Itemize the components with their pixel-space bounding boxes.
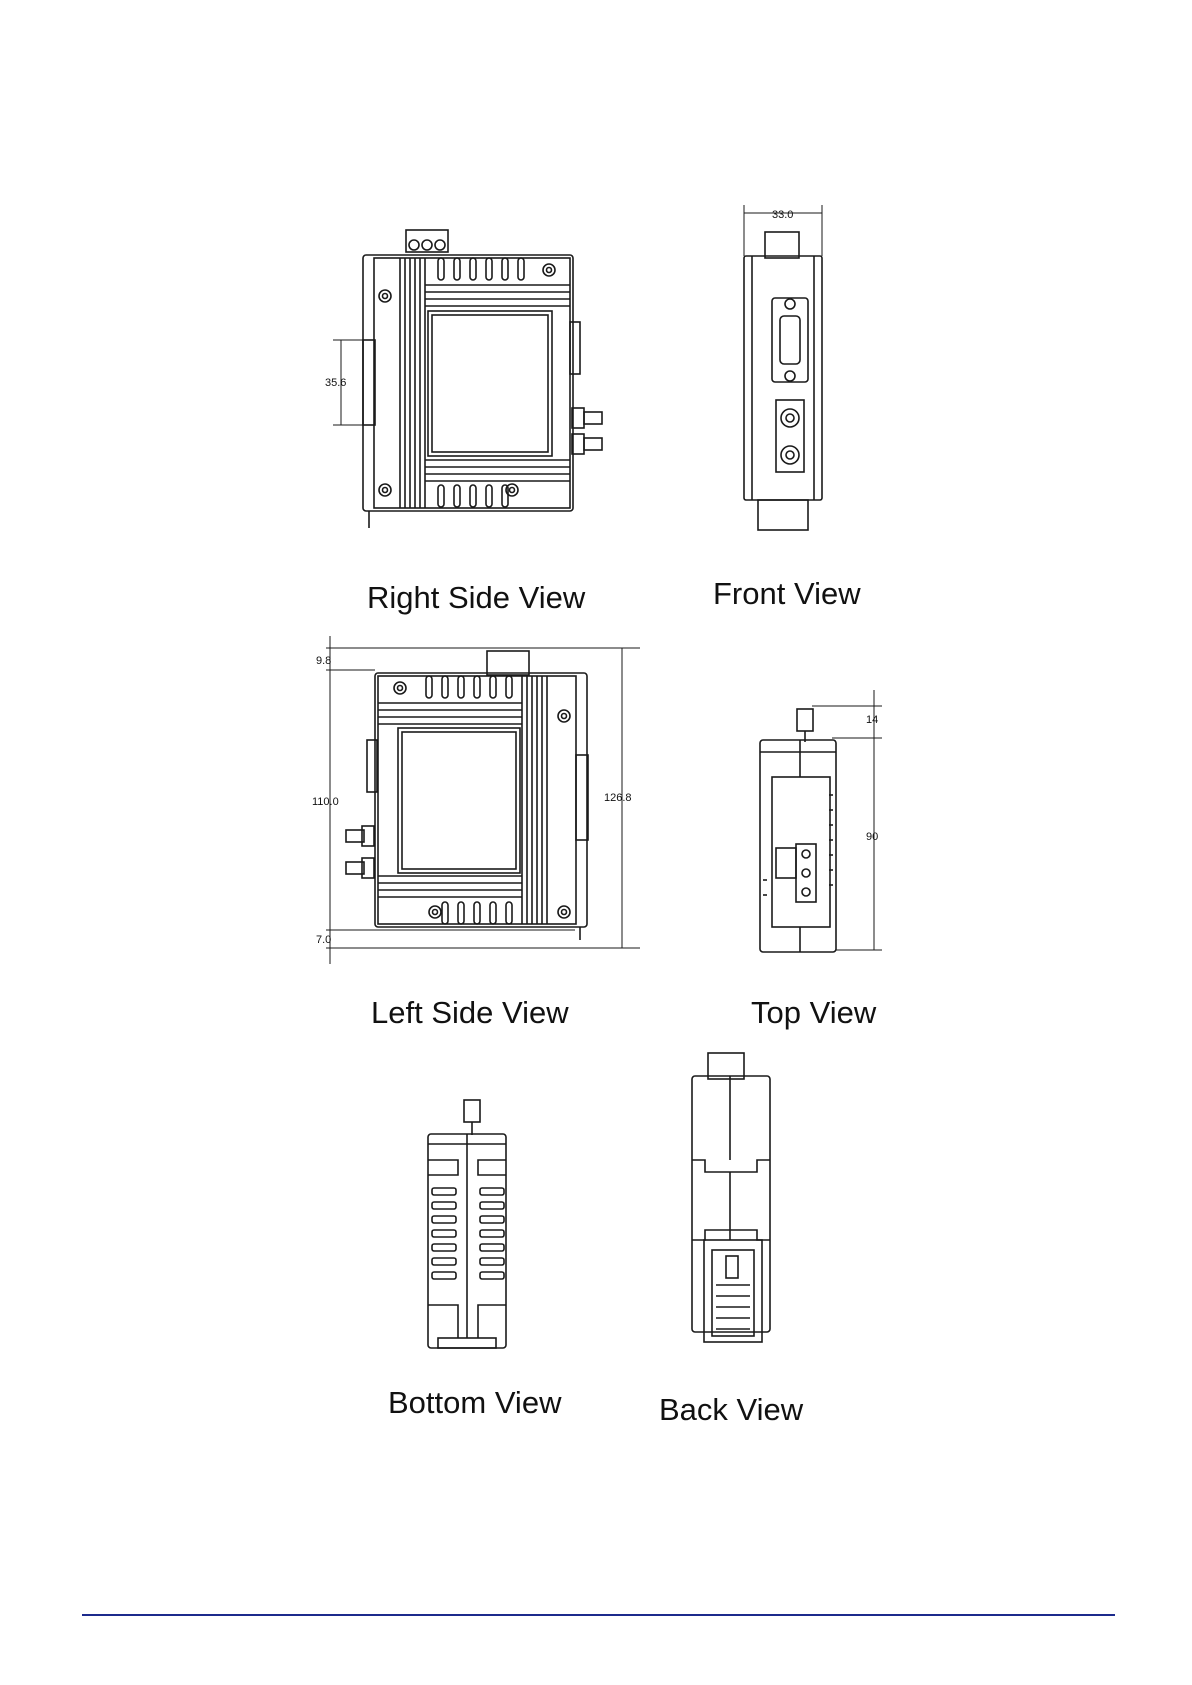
dim-top-height: 90 [866,831,878,843]
top-view-dimensions [812,690,882,950]
dim-top-connector: 14 [866,714,878,726]
bottom-view-drawing [428,1100,506,1348]
caption-bottom-view: Bottom View [388,1385,561,1421]
right-side-view-drawing [363,230,602,528]
back-view-drawing [692,1053,770,1342]
caption-left-side-view: Left Side View [371,995,569,1031]
front-view-drawing [744,232,822,530]
left-side-view-drawing [346,651,588,940]
top-view-drawing [760,709,836,952]
dim-left-bottom-offset: 7.0 [316,934,331,946]
left-side-dimensions [326,636,640,964]
dim-right-slot: 35.6 [325,377,346,389]
dim-left-height: 110.0 [312,796,339,808]
footer-rule [82,1614,1115,1616]
caption-front-view: Front View [713,576,861,612]
dim-left-top-offset: 9.8 [316,655,331,667]
caption-right-side-view: Right Side View [367,580,585,616]
dim-left-total-height: 126.8 [604,792,632,804]
caption-top-view: Top View [751,995,876,1031]
dim-front-width: 33.0 [772,209,793,221]
caption-back-view: Back View [659,1392,803,1428]
